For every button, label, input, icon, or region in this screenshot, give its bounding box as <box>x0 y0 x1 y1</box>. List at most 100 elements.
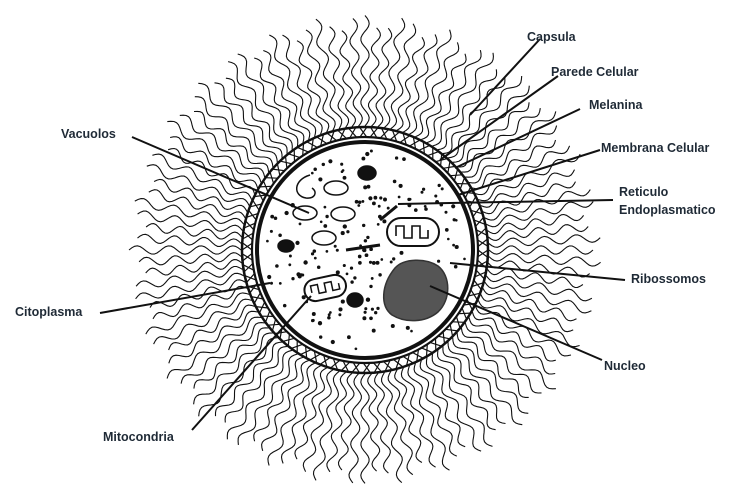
ribosome-dot <box>312 312 316 316</box>
ribosome-dot <box>357 204 360 207</box>
label-reticulo-line2: Endoplasmatico <box>619 203 716 217</box>
ribosome-dot <box>291 277 294 280</box>
capsule-fiber <box>489 246 593 254</box>
ribosome-dot <box>393 180 397 184</box>
capsule-fiber <box>314 371 340 480</box>
ribosome-dot <box>312 319 315 322</box>
ribosome-dot <box>350 266 353 269</box>
ribosome-dot <box>317 266 321 270</box>
ribosome-dot <box>289 255 292 258</box>
ribosome-dot <box>368 196 372 200</box>
ribosome-dot <box>346 273 349 276</box>
ribosome-dot <box>409 198 412 201</box>
ribosome-dot <box>313 168 317 172</box>
ribosome-dot <box>376 261 380 265</box>
ribosome-dot <box>350 280 353 283</box>
capsule-fiber <box>138 234 242 246</box>
capsule-fiber <box>180 115 265 177</box>
capsule-fiber <box>169 305 255 350</box>
ribosome-dot <box>278 234 282 238</box>
capsule-fiber <box>361 16 369 127</box>
ribosome-dot <box>366 299 369 302</box>
capsule-fiber <box>269 35 315 137</box>
ribosome-dot <box>311 172 314 175</box>
capsule-fiber <box>469 318 555 375</box>
label-nucleo: Nucleo <box>604 359 646 373</box>
ribosome-dot <box>338 307 342 311</box>
ribosome-dot <box>445 228 449 232</box>
capsule-fiber <box>339 373 355 470</box>
capsule-fiber <box>461 328 541 393</box>
label-membrana-celular: Membrana Celular <box>601 141 710 155</box>
ribosome-dot <box>454 265 458 269</box>
ribosome-dot <box>270 215 274 219</box>
capsule-fiber <box>488 215 584 234</box>
ribosome-dot <box>358 261 362 265</box>
capsule-fiber <box>215 83 283 158</box>
ribosome-dot <box>318 321 322 325</box>
ribosome-dot <box>343 224 347 228</box>
capsule-fiber <box>368 374 380 471</box>
ribosome-dot <box>326 250 329 253</box>
ribosome-dot <box>424 205 427 208</box>
ribosome-dot <box>283 304 287 308</box>
ribosome-dot <box>365 253 369 257</box>
ribosome-dot <box>340 163 343 166</box>
capsule-fiber <box>136 267 242 287</box>
ribosome-dot <box>438 184 441 187</box>
ribosome-dot <box>267 275 271 279</box>
ribosome-dot <box>300 273 303 276</box>
capsule-fiber <box>395 370 422 463</box>
ribosome-dot <box>336 249 339 252</box>
capsule-fiber <box>361 374 369 483</box>
ribosome-dot <box>366 236 369 239</box>
ribosome-dot <box>422 188 425 191</box>
ribosome-dot <box>318 177 322 181</box>
ribosome-dot <box>353 276 356 279</box>
ribosome-dot <box>391 324 395 328</box>
capsule-fiber <box>489 254 601 266</box>
capsule-fiber <box>316 19 342 129</box>
ribosome-dot <box>378 273 381 276</box>
ribosome-dot <box>331 340 335 344</box>
ribosome-dot <box>275 264 279 268</box>
ribosome-dot <box>341 231 345 235</box>
label-citoplasma: Citoplasma <box>15 305 83 319</box>
label-melanina: Melanina <box>589 98 644 112</box>
label-mitocondria: Mitocondria <box>103 430 175 444</box>
ribosome-dot <box>382 219 386 223</box>
capsule-fiber <box>488 225 588 241</box>
ribosome-dot <box>390 261 393 264</box>
label-parede-celular: Parede Celular <box>551 65 639 79</box>
ribosome-dot <box>372 261 376 265</box>
ribosome-dot <box>451 204 455 208</box>
ribosome-dot <box>270 230 273 233</box>
ribosome-dot <box>338 313 341 316</box>
ribosome-dot <box>341 300 345 304</box>
ribosome-dot <box>327 316 331 320</box>
ribosome-dot <box>347 335 351 339</box>
capsule-fiber <box>486 202 593 227</box>
ribosome-dot <box>376 307 379 310</box>
capsule-fiber <box>382 373 403 483</box>
ribosome-dot <box>372 329 376 333</box>
ribosome-dot <box>441 187 444 190</box>
ribosome-dot <box>374 311 377 314</box>
ribosome-dot <box>437 260 440 263</box>
capsule-fiber <box>262 361 309 451</box>
ribosome-dot <box>370 150 373 153</box>
ribosome-dot <box>406 326 410 330</box>
ribosome-dot <box>372 201 376 205</box>
capsule-fiber <box>489 235 600 247</box>
ribosome-dot <box>367 185 371 189</box>
capsule-fiber <box>486 276 592 301</box>
capsule-fiber <box>306 30 335 130</box>
capsule-fiber <box>350 19 362 127</box>
wall-hatch-mark <box>259 186 271 187</box>
ribosome-dot <box>336 270 340 274</box>
capsule-fiber <box>282 366 321 464</box>
capsule-fiber <box>194 328 269 389</box>
capsule-fiber <box>129 246 241 254</box>
capsule-fiber <box>349 374 361 483</box>
ribosome-dot <box>284 211 288 215</box>
